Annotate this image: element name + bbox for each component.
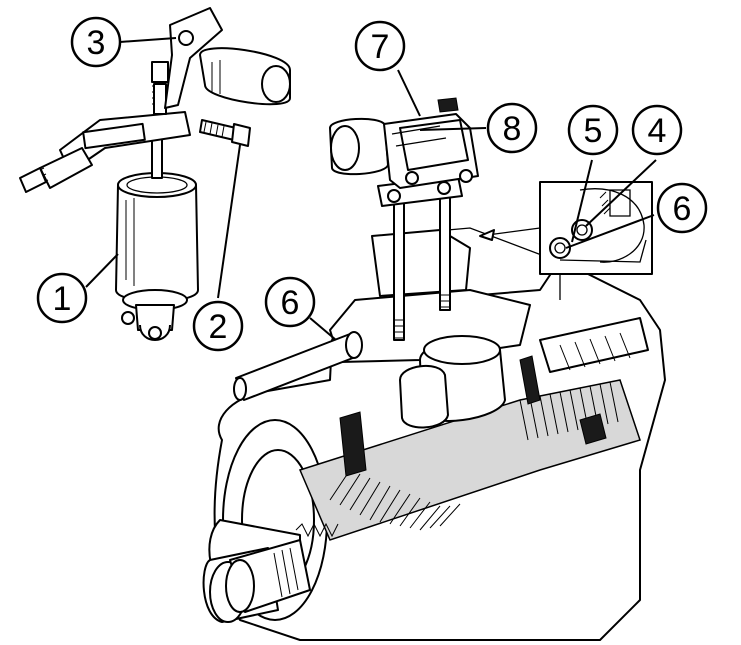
callout-2: 2	[192, 300, 244, 352]
leader-1	[85, 253, 119, 288]
shift-cylinder	[115, 119, 199, 341]
leader-7	[397, 69, 421, 117]
leader-6b	[309, 317, 337, 341]
svg-text:5: 5	[584, 112, 603, 150]
callout-7: 7	[354, 20, 406, 72]
svg-text:7: 7	[371, 28, 390, 66]
callout-4: 4	[631, 104, 683, 156]
svg-text:4: 4	[648, 112, 667, 150]
svg-text:2: 2	[209, 308, 228, 346]
input-shaft	[225, 539, 311, 613]
inset-detail	[479, 181, 653, 275]
adjusting-bolt	[151, 61, 169, 115]
svg-text:3: 3	[87, 24, 106, 62]
leader-lines	[85, 37, 657, 341]
svg-text:6: 6	[281, 284, 300, 322]
leader-4	[585, 159, 657, 227]
callout-3: 3	[70, 16, 122, 68]
callout-6-inset: 6	[656, 182, 708, 234]
mounting-bracket	[19, 111, 191, 193]
leader-2	[217, 144, 241, 299]
exploded-cylinder-assembly	[19, 7, 291, 341]
leader-8	[419, 127, 487, 131]
leader-5	[571, 159, 593, 243]
detent-spring	[295, 522, 339, 538]
selector-lever	[164, 7, 291, 109]
callouts: 1 2 3 4 5 6 6 7	[36, 16, 708, 352]
lever-pivot-bolt	[199, 119, 251, 147]
leader-6a	[565, 214, 655, 249]
callout-1: 1	[36, 272, 88, 324]
callout-6-rail: 6	[264, 276, 316, 328]
svg-text:1: 1	[53, 280, 72, 318]
leader-3	[119, 37, 177, 43]
shift-rail	[233, 331, 363, 401]
callout-5: 5	[567, 104, 619, 156]
range-shift-valve	[329, 97, 479, 189]
transmission-housing	[202, 97, 666, 641]
svg-text:6: 6	[673, 190, 692, 228]
main-shaft-cutaway	[298, 317, 649, 541]
callout-8: 8	[486, 102, 538, 154]
svg-text:8: 8	[503, 110, 522, 148]
